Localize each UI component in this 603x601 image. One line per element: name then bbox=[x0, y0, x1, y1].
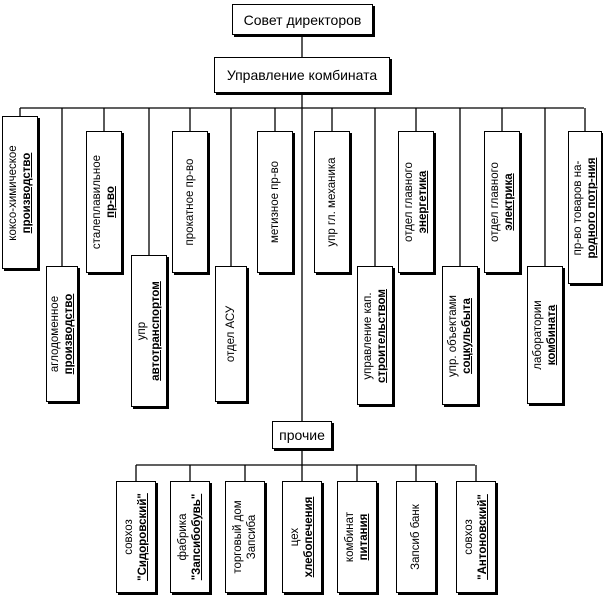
subsidiary-box: фабрика"Запсибобувь" bbox=[170, 481, 210, 593]
department-label-line: электрика bbox=[503, 173, 515, 231]
department-label-line: коксо-химическое bbox=[7, 144, 19, 241]
department-label: упр гл. механика bbox=[325, 134, 339, 270]
department-label-line: аглодоменное bbox=[49, 295, 61, 373]
department-box: упр гл. механика bbox=[314, 131, 350, 273]
management-box: Управление комбината bbox=[214, 57, 390, 93]
department-label-line: энергетика bbox=[417, 170, 429, 234]
subsidiary-label-line: цех bbox=[289, 527, 301, 547]
department-label-line: комбината bbox=[546, 304, 558, 366]
department-label-line: метизное пр-во bbox=[269, 160, 281, 244]
department-box: прокатное пр-во bbox=[172, 131, 208, 273]
department-box: метизное пр-во bbox=[257, 131, 293, 273]
subsidiary-label-line: совхоз bbox=[123, 519, 135, 555]
management-label: Управление комбината bbox=[226, 67, 378, 83]
subsidiary-label-line: Запсиба bbox=[246, 514, 258, 560]
subsidiary-label-line: "Сидоровский" bbox=[137, 493, 149, 581]
department-label-line: отдел главного bbox=[489, 162, 501, 242]
subsidiary-label: совхоз"Антоновский" bbox=[462, 484, 490, 590]
department-label-line: лаборатории bbox=[532, 300, 544, 370]
subsidiary-box: совхоз"Антоновский" bbox=[456, 481, 496, 593]
department-box: отдел АСУ bbox=[215, 266, 247, 402]
subsidiary-label-line: "Запсибобувь" bbox=[191, 493, 203, 581]
subsidiary-label: Запсиб банк bbox=[409, 484, 423, 590]
department-label: пр-во товаров на-родного потр-ния bbox=[571, 134, 599, 281]
department-label-line: отдел главного bbox=[403, 162, 415, 242]
other-label: прочие bbox=[279, 427, 325, 443]
subsidiary-label-line: хлебопечения bbox=[303, 496, 315, 578]
subsidiary-label: фабрика"Запсибобувь" bbox=[176, 484, 204, 590]
subsidiary-label-line: питания bbox=[358, 513, 370, 561]
department-label-line: упр. объектами bbox=[447, 294, 459, 377]
subsidiary-label-line: торговый дом bbox=[232, 500, 244, 574]
board-label: Совет директоров bbox=[243, 11, 362, 28]
subsidiary-label: совхоз"Сидоровский" bbox=[122, 484, 150, 590]
department-box: пр-во товаров на-родного потр-ния bbox=[568, 131, 602, 284]
department-label-line: строительством bbox=[376, 288, 388, 383]
department-label-line: автотранспортом bbox=[150, 281, 162, 381]
department-label-line: упр bbox=[136, 321, 148, 341]
subsidiary-label-line: комбинат bbox=[344, 511, 356, 563]
department-label: отдел АСУ bbox=[224, 269, 238, 399]
department-label: управление кап.строительством bbox=[361, 269, 389, 402]
department-label-line: отдел АСУ bbox=[225, 305, 237, 363]
subsidiary-box: Запсиб банк bbox=[396, 481, 436, 593]
department-label-line: производство bbox=[21, 152, 33, 233]
subsidiary-label-line: фабрика bbox=[177, 513, 189, 561]
department-label-line: пр-во товаров на- bbox=[572, 160, 584, 255]
department-label-line: управление кап. bbox=[362, 291, 374, 380]
subsidiary-label-line: "Антоновский" bbox=[477, 494, 489, 580]
subsidiary-label-line: совхоз bbox=[463, 519, 475, 555]
subsidiary-label-line: Запсиб банк bbox=[410, 504, 422, 570]
department-label-line: соцкульбыта bbox=[461, 297, 473, 374]
other-box: прочие bbox=[272, 421, 332, 449]
department-label: метизное пр-во bbox=[268, 134, 282, 270]
department-label-line: упр гл. механика bbox=[326, 157, 338, 247]
department-label-line: прокатное пр-во bbox=[184, 158, 196, 246]
subsidiary-box: совхоз"Сидоровский" bbox=[116, 481, 156, 593]
department-label-line: пр-во bbox=[105, 186, 117, 218]
department-box: управление кап.строительством bbox=[357, 266, 393, 405]
department-label-line: производство bbox=[63, 293, 75, 375]
board-box: Совет директоров bbox=[232, 4, 373, 35]
department-label-line: сталеплавильное bbox=[91, 154, 103, 250]
department-label: прокатное пр-во bbox=[183, 134, 197, 270]
department-label-line: родного потр-ния bbox=[586, 157, 598, 258]
